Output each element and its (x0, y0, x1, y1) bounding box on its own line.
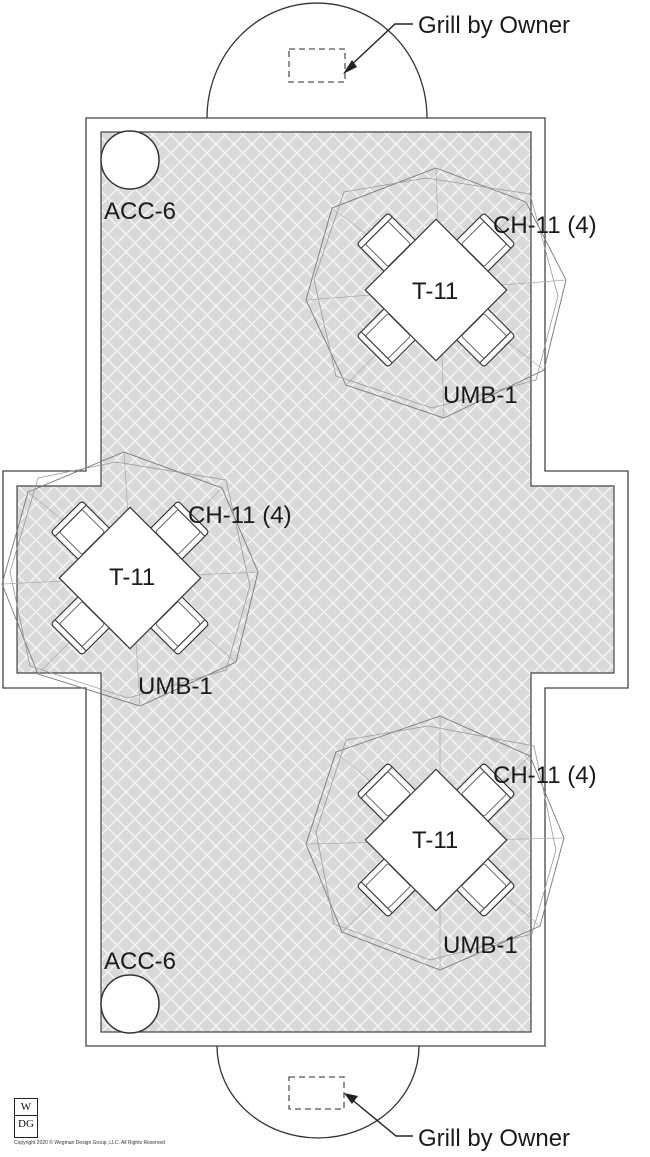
leader-arrow-top (347, 23, 413, 69)
chair-label: CH-11 (4) (493, 212, 597, 239)
grill-label-top: Grill by Owner (418, 12, 570, 39)
copyright-notice: Copyright 2020 © Wegman Design Group, LL… (14, 1140, 165, 1146)
table (364, 218, 508, 362)
furniture-set-3 (305, 715, 565, 971)
chair-label: CH-11 (4) (188, 502, 292, 529)
umbrella-canopy (315, 725, 557, 961)
umbrella-label: UMB-1 (443, 382, 518, 409)
umbrella-label: UMB-1 (138, 673, 213, 700)
accessory-planter-bottom (100, 974, 160, 1034)
chair-label: CH-11 (4) (493, 762, 597, 789)
grill-bay-bottom (216, 1045, 420, 1139)
arrow-head-top (343, 60, 357, 74)
grill-bay-top (206, 2, 428, 119)
table-label: T-11 (412, 827, 458, 854)
table-label: T-11 (109, 564, 155, 591)
umbrella-label: UMB-1 (443, 932, 518, 959)
company-logo: W DG (14, 1098, 38, 1138)
accessory-label-bottom: ACC-6 (104, 948, 176, 975)
furniture-set-2 (1, 451, 259, 707)
umbrella-canopy (9, 461, 251, 699)
table (364, 768, 508, 912)
grill-top-outline (288, 48, 346, 83)
table-label: T-11 (412, 278, 458, 305)
arrow-head-bottom (344, 1093, 358, 1104)
furniture-set-1 (305, 167, 567, 419)
grill-label-bottom: Grill by Owner (418, 1125, 570, 1152)
leader-arrow-bottom (349, 1097, 413, 1137)
umbrella-canopy (313, 177, 559, 409)
table (58, 506, 202, 650)
logo-bottom: DG (15, 1115, 37, 1132)
accessory-planter-top (100, 130, 160, 190)
logo-top: W (20, 1101, 32, 1113)
accessory-label-top: ACC-6 (104, 198, 176, 225)
